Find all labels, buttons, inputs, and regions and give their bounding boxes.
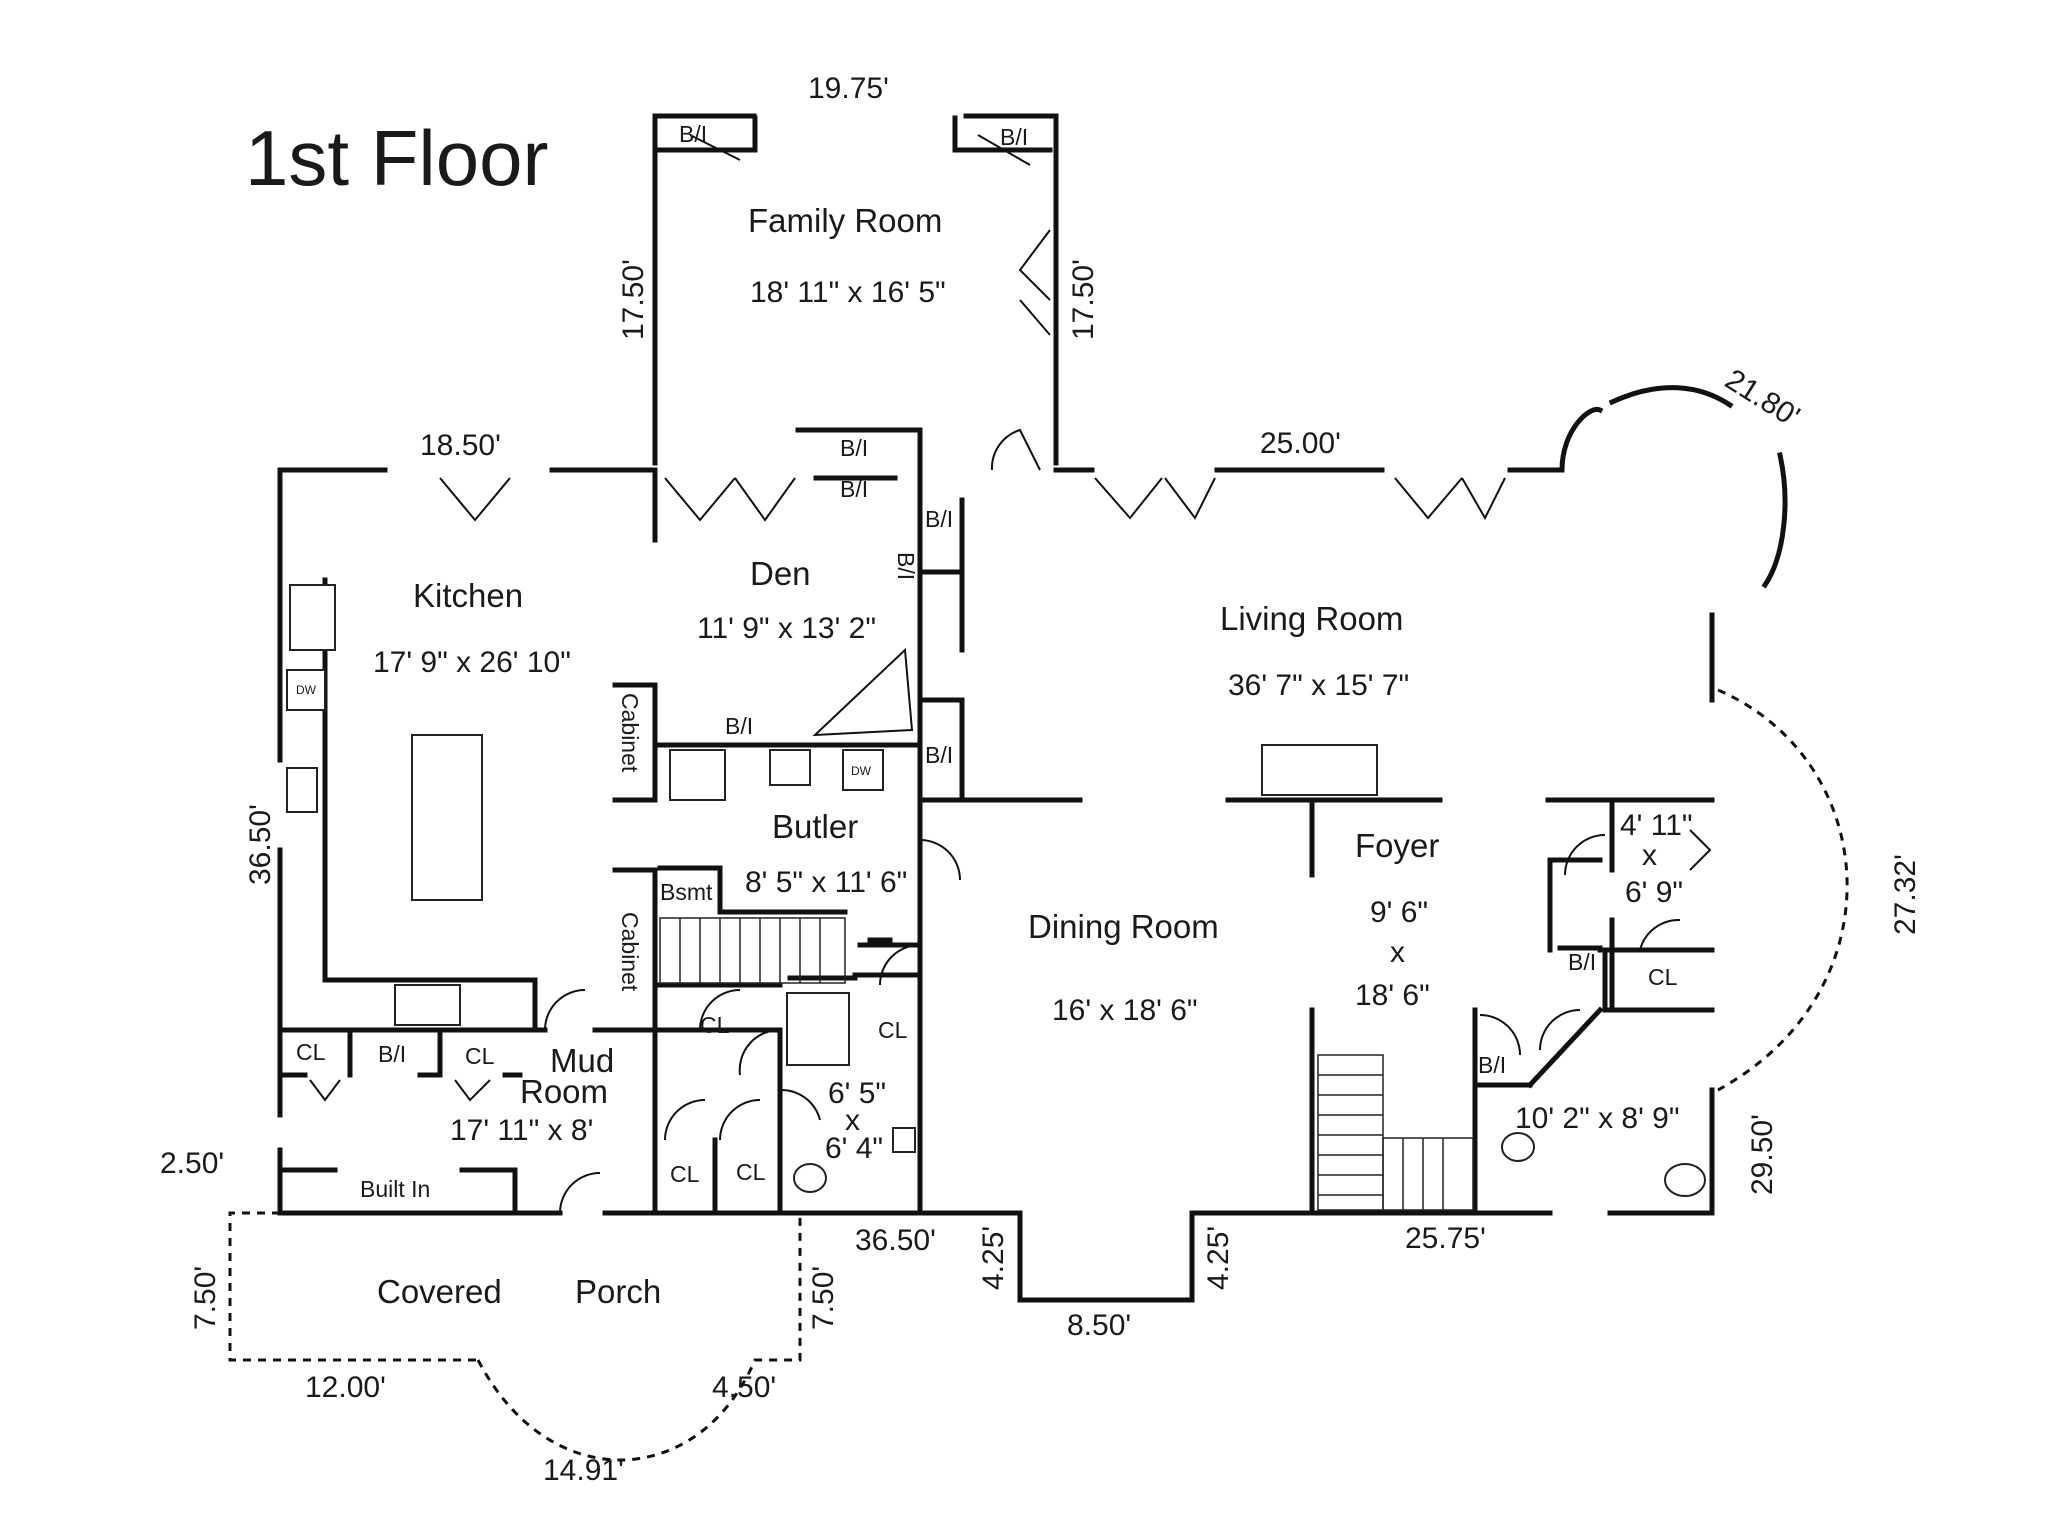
bi-label-den-vertical: B/I (893, 552, 919, 580)
bi-label-powder: B/I (1478, 1052, 1506, 1078)
cl-label-mud-left: CL (296, 1039, 326, 1065)
butler-sink (769, 749, 811, 786)
dim-right-arc: 27.32' (1889, 854, 1922, 935)
bi-label-butler-right: B/I (925, 742, 953, 768)
dishwasher-label: DW (296, 683, 317, 697)
bi-label-family-right: B/I (1000, 124, 1028, 150)
bi-label-family-left: B/I (679, 121, 707, 147)
dim-bay-top: 21.80' (1719, 363, 1805, 434)
kitchen-name: Kitchen (413, 577, 523, 614)
dim-porch-arc: 14.91' (543, 1454, 624, 1487)
kitchen-sink (286, 767, 318, 813)
kitchen-size: 17' 9" x 26' 10" (373, 646, 571, 679)
cl-label-butler: CL (700, 1012, 730, 1038)
half-bath-size-x: x (845, 1104, 860, 1137)
cl-label-mud-right: CL (465, 1043, 495, 1069)
butler-dishwasher-label: DW (851, 764, 872, 778)
den-name: Den (750, 555, 811, 592)
living-room-size: 36' 7" x 15' 7" (1228, 669, 1409, 702)
dining-room-name: Dining Room (1028, 908, 1219, 945)
cooktop (394, 984, 461, 1026)
dim-left-small: 2.50' (160, 1147, 224, 1180)
exterior-walls (277, 113, 1788, 1303)
dim-porch-bottom-left: 12.00' (305, 1371, 386, 1404)
dim-porch-bottom-right: 4.50' (712, 1371, 776, 1404)
dim-left-side: 36.50' (244, 804, 277, 885)
dim-porch-right: 7.50' (807, 1266, 840, 1330)
fireplace (1261, 744, 1378, 796)
dining-room-size: 16' x 18' 6" (1052, 994, 1198, 1027)
bi-label-mud: B/I (378, 1041, 406, 1067)
covered-porch-outline (228, 688, 1849, 1462)
dim-family-right: 17.50' (1067, 259, 1100, 340)
bi-label-den-second: B/I (840, 476, 868, 502)
closet-right-size-x: x (1642, 839, 1657, 872)
butler-dishwasher (842, 749, 884, 791)
dim-living-top: 25.00' (1260, 427, 1341, 460)
dim-kitchen-top: 18.50' (420, 429, 501, 462)
basement-stairs (659, 917, 846, 984)
closet-right-size-line1: 4' 11" (1620, 809, 1693, 842)
cabinet-label-den: Cabinet (617, 693, 643, 773)
butler-size: 8' 5" x 11' 6" (745, 866, 907, 899)
cl-label-shower: CL (878, 1017, 908, 1043)
dim-bay-right: 4.25' (1202, 1226, 1235, 1290)
bi-label-den-top: B/I (840, 435, 868, 461)
mud-room-size: 17' 11" x 8' (450, 1114, 593, 1147)
refrigerator (289, 584, 336, 651)
built-in-label: Built In (360, 1176, 430, 1202)
kitchen-island (411, 734, 483, 901)
powder-room-size: 10' 2" x 8' 9" (1515, 1102, 1680, 1135)
bi-label-foyer-closet: B/I (1568, 949, 1596, 975)
cl-label-bottom-right: CL (736, 1159, 766, 1185)
interior-walls (277, 427, 1715, 1216)
porch-name-word2: Porch (575, 1273, 661, 1310)
butler-name: Butler (772, 808, 858, 845)
door-swings (309, 134, 1712, 1214)
mud-room-name-line1: Mud (550, 1042, 614, 1079)
foyer-size-line2: 18' 6" (1355, 979, 1430, 1012)
cl-label-foyer: CL (1648, 964, 1678, 990)
den-corner-unit (812, 647, 914, 737)
toilet-half-bath (793, 1163, 827, 1193)
bi-label-den-right: B/I (925, 506, 953, 532)
foyer-size-x: x (1390, 936, 1405, 969)
foyer-name: Foyer (1355, 827, 1439, 864)
porch-name-word1: Covered (377, 1273, 502, 1310)
dim-bottom-mid: 36.50' (855, 1224, 936, 1257)
dim-bay-bottom: 8.50' (1067, 1309, 1131, 1342)
bi-label-den-bottom: B/I (725, 713, 753, 739)
shower (786, 992, 850, 1066)
half-bath-size-line1: 6' 5" (828, 1077, 886, 1110)
dim-right-side: 29.50' (1746, 1114, 1779, 1195)
dim-family-top: 19.75' (808, 72, 889, 105)
floor-title: 1st Floor (245, 114, 548, 202)
family-room-name: Family Room (748, 202, 942, 239)
dim-bottom-right: 25.75' (1405, 1222, 1486, 1255)
family-room-size: 18' 11" x 16' 5" (750, 276, 946, 309)
butler-cabinet (669, 749, 726, 801)
cabinet-label-mud: Cabinet (617, 912, 643, 992)
dishwasher (286, 669, 326, 711)
den-size: 11' 9" x 13' 2" (697, 612, 876, 645)
living-room-name: Living Room (1220, 600, 1403, 637)
toilet-powder-room (1501, 1132, 1535, 1162)
closet-right-size-line2: 6' 9" (1625, 876, 1683, 909)
family-room-builtins (657, 115, 1053, 153)
foyer-size-line1: 9' 6" (1370, 896, 1428, 929)
dim-porch-left: 7.50' (189, 1266, 222, 1330)
half-bath-size-line2: 6' 4" (825, 1132, 883, 1165)
mud-room-name-line2: Room (520, 1073, 608, 1110)
bath-sink (892, 1127, 916, 1153)
bsmt-label: Bsmt (660, 879, 713, 905)
main-stairs (1317, 1054, 1474, 1211)
dim-bay-left: 4.25' (977, 1226, 1010, 1290)
cl-label-bottom-left: CL (670, 1161, 700, 1187)
dim-family-left: 17.50' (617, 259, 650, 340)
powder-room-sink (1664, 1163, 1706, 1197)
